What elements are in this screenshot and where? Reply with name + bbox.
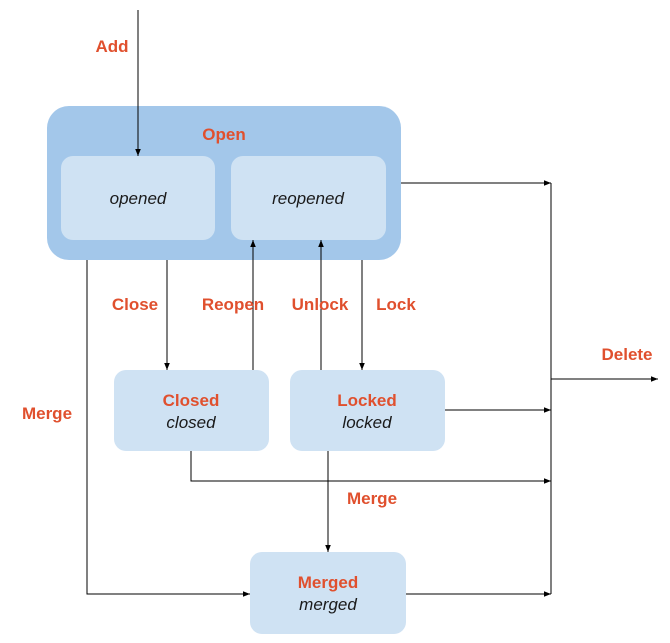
closed-state-title: Closed [163,391,220,410]
opened-substate-label: opened [110,189,167,208]
merged-state-title: Merged [298,573,358,592]
lock-label: Lock [376,295,416,314]
reopened-substate-box [231,156,386,240]
locked-state-name: locked [342,413,392,432]
merge-open-label: Merge [22,404,72,423]
merged-state-name: merged [299,595,357,614]
open-state-title: Open [202,125,245,144]
locked-state-title: Locked [337,391,397,410]
merge-locked-label: Merge [347,489,397,508]
reopened-substate-label: reopened [272,189,344,208]
opened-substate-box [61,156,215,240]
close-label: Close [112,295,158,314]
closed-to-delete-arrow [190,451,551,484]
merged-state-box [250,552,406,634]
closed-state-name: closed [166,413,216,432]
add-label: Add [95,37,128,56]
delete-label: Delete [601,345,652,364]
merge-open-arrow [86,260,250,597]
unlock-label: Unlock [292,295,349,314]
closed-state-box [114,370,269,451]
reopen-label: Reopen [202,295,264,314]
locked-state-box [290,370,445,451]
